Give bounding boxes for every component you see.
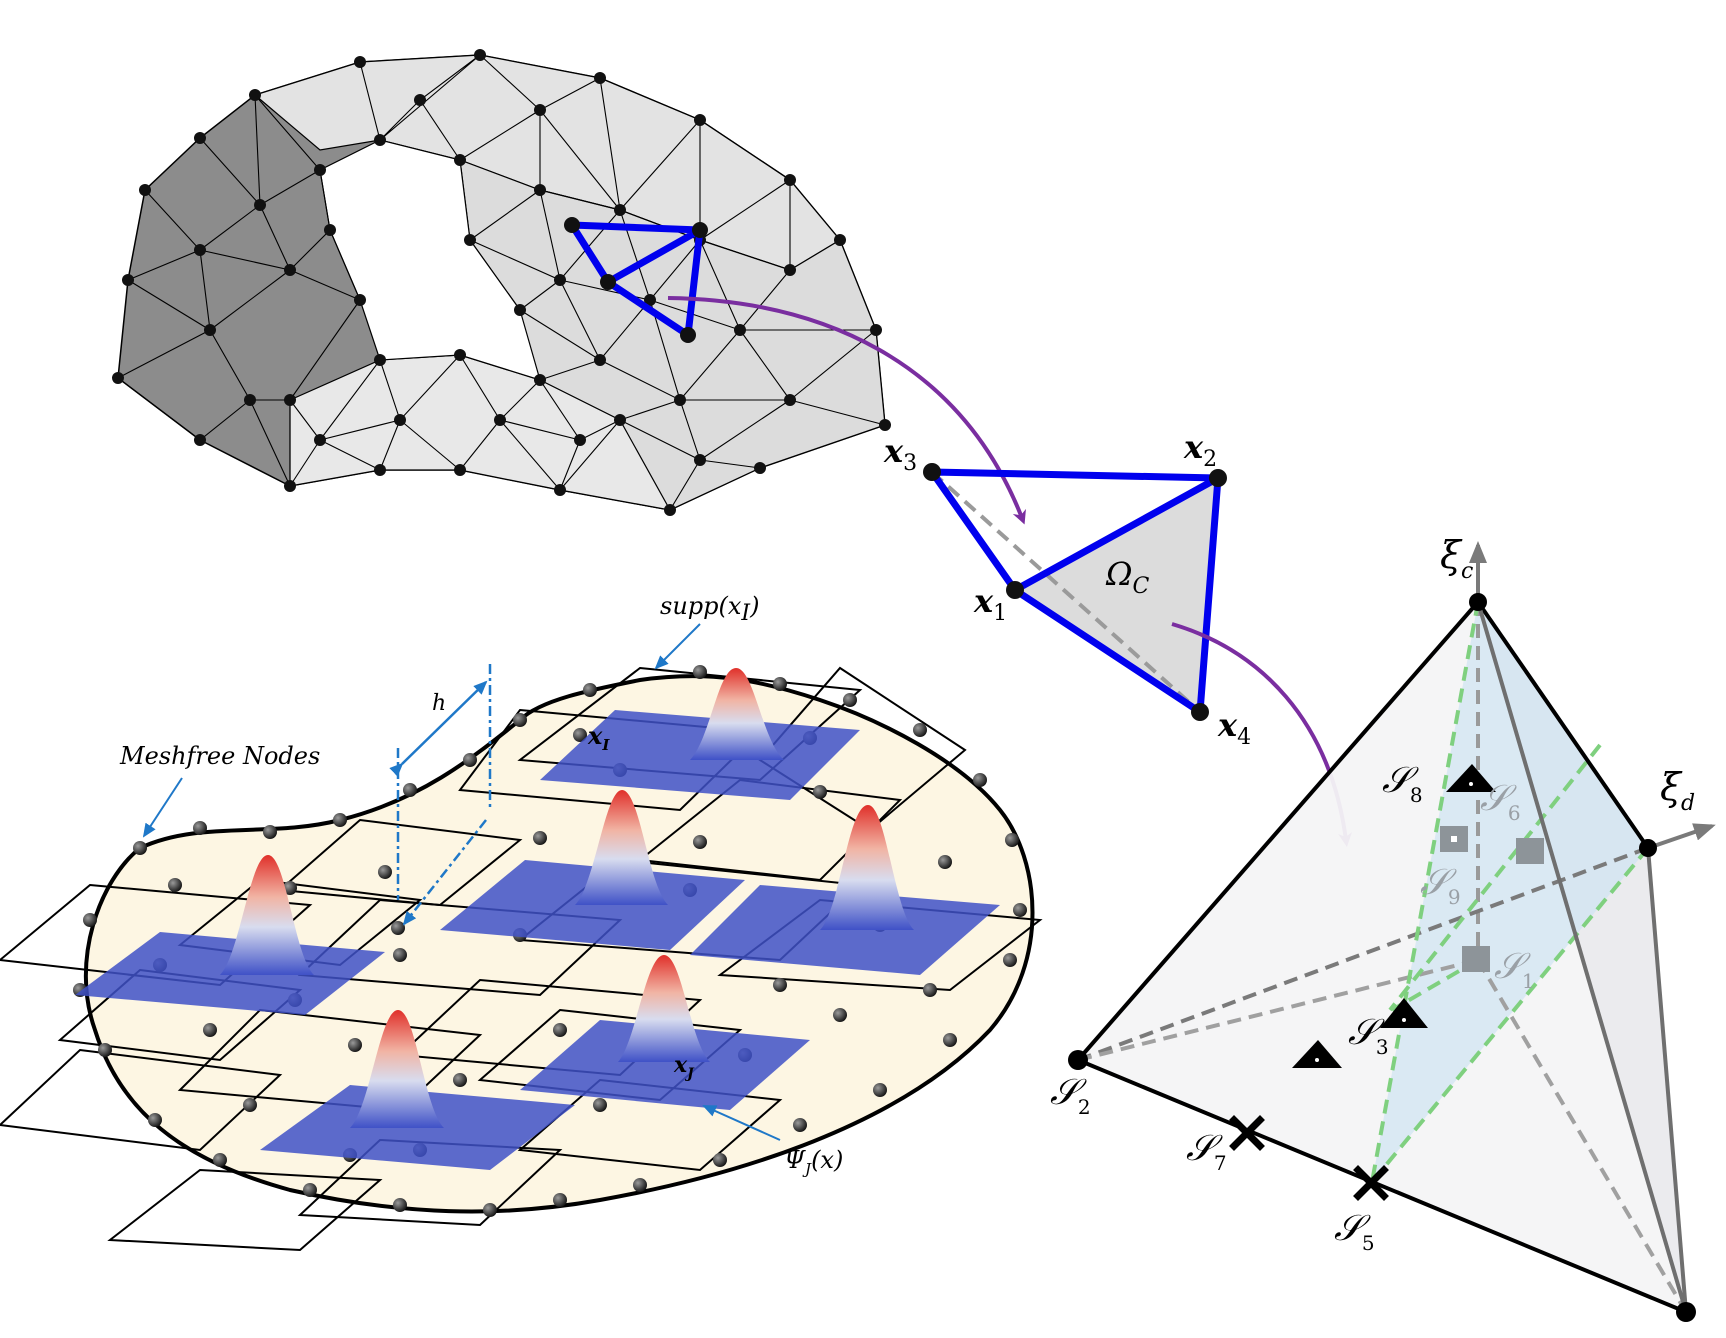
label-x-j: xJ xyxy=(673,1052,695,1082)
label-psi: ΨJ(x) xyxy=(784,1146,843,1178)
label-s5: 𝒮5 xyxy=(1334,1208,1375,1255)
kernel-patch-2 xyxy=(440,790,745,950)
kernel-patch-5 xyxy=(520,955,810,1110)
label-meshfree-nodes: Meshfree Nodes xyxy=(119,742,320,770)
label-x3: x3 xyxy=(883,432,917,476)
label-x2: x2 xyxy=(1183,428,1217,472)
tet-face-blue xyxy=(1372,602,1648,1182)
marker-s5 xyxy=(1353,1165,1389,1201)
label-s7: 𝒮7 xyxy=(1186,1128,1227,1175)
node-x4 xyxy=(1191,703,1209,721)
label-h: h xyxy=(432,691,446,716)
marker-s3 xyxy=(1380,998,1428,1028)
kernel-patch-3 xyxy=(690,805,1000,975)
marker-s-interior xyxy=(1292,1040,1342,1068)
marker-s8 xyxy=(1446,764,1496,792)
axis-xi-d xyxy=(1647,823,1716,850)
arrow-psi xyxy=(702,1105,781,1141)
node-x2 xyxy=(1209,469,1227,487)
label-x1: x1 xyxy=(973,582,1007,626)
meshfree-domain: h Meshfree Nodes supp(xI) xI xJ ΨJ(x) xyxy=(0,592,1043,1252)
tet-face-front xyxy=(1078,602,1686,1312)
label-supp: supp(xI) xyxy=(660,592,759,626)
label-xi-c: ξc xyxy=(1440,533,1473,584)
node-x1 xyxy=(1006,581,1024,599)
marker-s7 xyxy=(1229,1115,1265,1151)
kernel-patch-1 xyxy=(540,668,860,800)
label-x-i: xI xyxy=(587,721,610,754)
kernel-patch-6 xyxy=(260,1010,575,1170)
arrow-meshfree-nodes xyxy=(142,777,183,838)
triangular-mesh xyxy=(112,49,891,516)
label-xi-d: ξd xyxy=(1660,765,1695,816)
element-face-omega xyxy=(1015,478,1218,712)
arrow-supp xyxy=(654,623,701,670)
arrow-mesh-to-element xyxy=(667,296,1026,525)
kernel-patch-4 xyxy=(75,855,385,1015)
marker-s1 xyxy=(1462,946,1490,972)
node-x3 xyxy=(923,463,941,481)
label-s2: 𝒮2 xyxy=(1050,1072,1091,1119)
label-omega-c: ΩC xyxy=(1105,555,1150,599)
support-size-h xyxy=(389,664,492,926)
label-x4: x4 xyxy=(1217,706,1251,750)
hidden-edge-x3-x4 xyxy=(930,470,1202,714)
reference-tetrahedron: ξc ξd 𝒮2 𝒮3 𝒮8 𝒮6 𝒮9 𝒮1 𝒮7 𝒮5 xyxy=(1050,533,1716,1322)
marker-s6 xyxy=(1516,838,1544,864)
element-triangle: x3 x2 x1 x4 ΩC xyxy=(883,428,1251,750)
